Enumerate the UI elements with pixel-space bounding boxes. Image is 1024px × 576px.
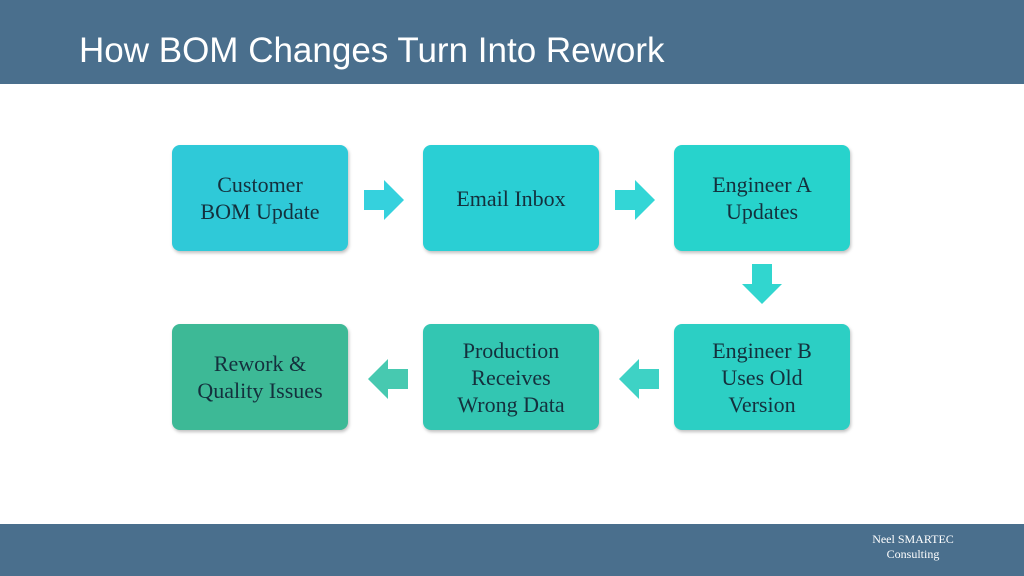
- step-label-line: Uses Old: [721, 364, 803, 390]
- right-arrow-icon: [615, 180, 655, 220]
- step-label-line: BOM Update: [200, 199, 320, 224]
- step-label-line: Production: [462, 337, 560, 363]
- step-label-line: Version: [728, 391, 796, 417]
- step-label-line: Wrong Data: [457, 391, 565, 417]
- footer-credit-line: Consulting: [886, 547, 940, 561]
- step-label-line: Receives: [471, 364, 551, 390]
- step-rework-quality-issues: Rework & Quality Issues: [172, 324, 348, 430]
- footer-credit-line: Neel SMARTEC: [872, 532, 954, 546]
- step-engineer-b-uses-old-version: Engineer B Uses Old Version: [674, 324, 850, 430]
- left-arrow-icon: [619, 359, 659, 399]
- step-label-line: Engineer A: [712, 172, 812, 197]
- step-label-line: Rework &: [213, 351, 307, 376]
- right-arrow-icon: [364, 180, 404, 220]
- step-label-line: Quality Issues: [197, 378, 323, 403]
- step-label-line: Email Inbox: [456, 185, 566, 211]
- slide-footer: Neel SMARTEC Consulting: [0, 524, 1024, 576]
- step-label-line: Engineer B: [712, 337, 812, 363]
- step-customer-bom-update: Customer BOM Update: [172, 145, 348, 251]
- left-arrow-icon: [368, 359, 408, 399]
- step-production-receives-wrong-data: Production Receives Wrong Data: [423, 324, 599, 430]
- step-email-inbox: Email Inbox: [423, 145, 599, 251]
- down-arrow-icon: [742, 264, 782, 304]
- slide-header: How BOM Changes Turn Into Rework: [0, 0, 1024, 84]
- step-label-line: Customer: [217, 172, 303, 197]
- step-label-line: Updates: [725, 199, 799, 224]
- step-engineer-a-updates: Engineer A Updates: [674, 145, 850, 251]
- footer-credit: Neel SMARTEC Consulting: [838, 532, 988, 562]
- slide-title: How BOM Changes Turn Into Rework: [79, 31, 665, 70]
